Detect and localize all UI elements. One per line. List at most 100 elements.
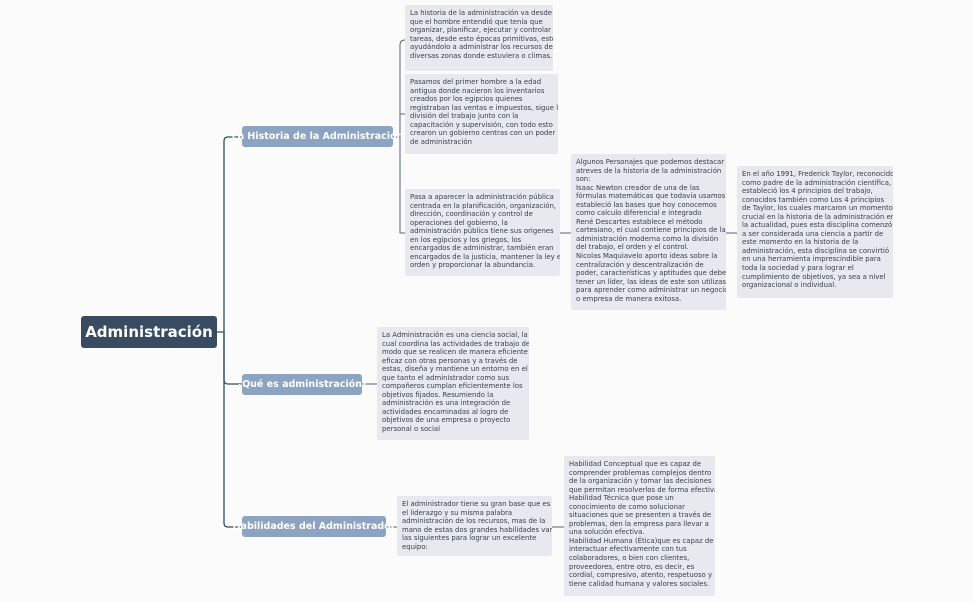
note-line: dirección, coordinación y control de <box>410 210 533 219</box>
note-line: mano de estas dos grandes habilidades va… <box>402 525 552 534</box>
topic-historia-administracion[interactable]: La Historia de la Administración <box>232 126 403 147</box>
note-line: equipo: <box>402 542 428 551</box>
note-line: Habilidad Humana (Ética)que es capaz de <box>569 536 714 545</box>
note-line: situaciones que se presenten a través de <box>569 511 712 520</box>
note-line: encargados de la justicia, mantener la l… <box>410 252 560 261</box>
note-line: René Descartes establece el método <box>576 217 703 226</box>
note-line: cordial, compresivo, atento, respetuoso … <box>569 571 713 580</box>
note-line: capacitación y supervisión, con todo est… <box>410 120 553 129</box>
note-line: cumplimiento de objetivos, ya sea a nive… <box>742 272 886 281</box>
note-line: administración es una integración de <box>382 399 511 408</box>
note-line: administración de los recursos, mas de l… <box>402 517 546 526</box>
note-line: este momento en la historia de la <box>742 238 859 247</box>
note-line: objetivos fijados. Resumiendo la <box>382 390 494 399</box>
note-line: poder, características y aptitudes que d… <box>576 269 726 278</box>
note-line: administración pública tiene sus origene… <box>410 227 554 236</box>
note-line: las siguientes para lograr un excelente <box>402 534 537 543</box>
note-line: Isaac Newton creador de una de las <box>576 183 700 192</box>
note-line: Nicolas Maquiavelo aporto ideas sobre la <box>576 252 718 261</box>
connector-historia-notes <box>392 39 410 234</box>
note-line: Pasa a aparecer la administración públic… <box>410 193 554 201</box>
note-line: fórmulas matemáticas que todavía usamos, <box>576 192 726 201</box>
note-line: colaboradores, o bien con clientes, <box>569 554 690 563</box>
topic-que-es-administracion[interactable]: ¿Qué es administración? <box>237 374 367 395</box>
note-line: cartesiano, el cual contiene principios … <box>576 226 726 235</box>
note-line: la actualidad, pues esta disciplina come… <box>742 221 893 230</box>
note-line: estas, diseña y mantiene un entorno en e… <box>382 365 528 374</box>
note-line: actividades encaminadas al logro de <box>382 407 509 416</box>
note-line: conocimiento de como solucionar <box>569 502 685 511</box>
note-line: cual coordina las actividades de trabajo… <box>382 339 529 348</box>
note-line: en una herramienta imprescindible para <box>742 255 881 264</box>
note-line: o empresa de manera exitosa. <box>576 294 682 303</box>
note-line: tareas, desde esto épocas primitivas, es… <box>410 34 553 43</box>
note-line: crucial en la historia de la administrac… <box>742 212 893 221</box>
note-line: interactuar efectivamente con tus <box>569 545 687 554</box>
note-line: que tanto el administrador como sus <box>382 373 510 382</box>
note-line: personal o social <box>382 425 440 434</box>
note-line: La Administración es una ciencia social,… <box>382 331 528 339</box>
note-line: registraban las ventas e impuestos, sigu… <box>410 103 558 112</box>
note-frederick-taylor[interactable]: En el año 1991, Frederick Taylor, recono… <box>737 166 893 298</box>
note-line: tener un líder, las ideas de este son ut… <box>576 277 726 286</box>
note-line: ayudándolo a administrar los recursos de <box>410 43 553 52</box>
note-line: administración, esta disciplina se convi… <box>742 246 890 255</box>
note-line: como calculo diferencial e integrado <box>576 209 702 218</box>
note-line: son: <box>576 175 591 184</box>
note-line: Habilidad Conceptual que es capaz de <box>569 460 702 468</box>
note-line: Pasamos del primer hombre a la edad <box>410 78 542 86</box>
note-historia-origenes[interactable]: La historia de la administración va desd… <box>405 5 553 71</box>
note-line: El administrador tiene su gran base que … <box>402 500 551 508</box>
note-line: atreves de la historia de la administrac… <box>576 166 722 175</box>
note-line: Algunos Personajes que podemos destacar <box>576 158 725 166</box>
note-line: que el hombre entendió que tenía que <box>410 17 543 26</box>
note-line: creados por los egipcios quienes <box>410 95 523 104</box>
note-line: operaciones del gobierno, la <box>410 218 508 227</box>
note-line: organizar, planificar, ejecutar y contro… <box>410 26 551 35</box>
note-line: tiene calidad humana y valores sociales. <box>569 579 710 588</box>
note-line: del trabajo, el orden y el control. <box>576 243 689 252</box>
note-line: en los egipcios y los griegos, los <box>410 235 522 244</box>
note-line: Habilidad Técnica que pose un <box>569 494 674 503</box>
note-line: toda la sociedad y para lograr el <box>742 264 854 273</box>
note-line: eficaz con otras personas y a través de <box>382 356 518 365</box>
note-historia-administracion-publica[interactable]: Pasa a aparecer la administración públic… <box>405 189 560 276</box>
note-line: modo que se realicen de manera eficiente <box>382 348 528 357</box>
connector-root-que-es <box>223 331 243 385</box>
note-line: La historia de la administración va desd… <box>410 9 552 17</box>
note-habilidades-base[interactable]: El administrador tiene su gran base que … <box>397 496 552 556</box>
note-line: conocidos también como Los 4 principios <box>742 195 885 204</box>
topic-habilidades-administrador[interactable]: Habilidades del Administrador <box>233 516 395 537</box>
note-line: centralización y descentralización de <box>576 260 704 269</box>
note-line: de Taylor, los cuales marcaron un moment… <box>742 204 893 213</box>
note-line: para aprender como administrar un negoci… <box>576 286 726 295</box>
note-line: como padre de la administración científi… <box>742 178 892 187</box>
note-line: centrada en la planificación, organizaci… <box>410 201 556 210</box>
note-line: compañeros cumplan eficientemente los <box>382 382 523 391</box>
note-line: antigua donde nacieron los inventarios <box>410 86 545 95</box>
note-line: objetivos de una empresa o proyecto <box>382 416 511 425</box>
note-line: una solución efectiva. <box>569 528 645 537</box>
note-line: estableció las bases que hoy conocemos <box>576 200 717 209</box>
note-line: orden y proporcionar la abundancia. <box>410 261 536 270</box>
note-line: crearon un gobierno centras con un poder <box>410 129 556 138</box>
note-line: el liderazgo y su misma palabra <box>402 508 513 517</box>
root-node-administracion[interactable]: Administración <box>81 316 217 348</box>
note-line: que permitan resolverlos de forma efecti… <box>569 485 715 494</box>
note-line: En el año 1991, Frederick Taylor, recono… <box>742 170 893 178</box>
note-definicion-administracion[interactable]: La Administración es una ciencia social,… <box>377 327 529 440</box>
note-line: organizacional o individual. <box>742 281 837 290</box>
connector-root-historia <box>223 136 243 333</box>
note-line: división del trabajo junto con la <box>410 112 519 121</box>
note-line: comprender problemas complejos dentro <box>569 468 712 477</box>
note-line: proveedores, entre otro, es decir, es <box>569 562 695 571</box>
note-line: administración moderna como la división <box>576 234 719 243</box>
note-line: encargados de administrar, también eran <box>410 244 554 253</box>
note-line: estableció los 4 principios del trabajo, <box>742 187 873 196</box>
note-line: a ser considerada una ciencia a partir d… <box>742 229 884 238</box>
note-line: problemas, den la empresa para llevar a <box>569 519 709 528</box>
